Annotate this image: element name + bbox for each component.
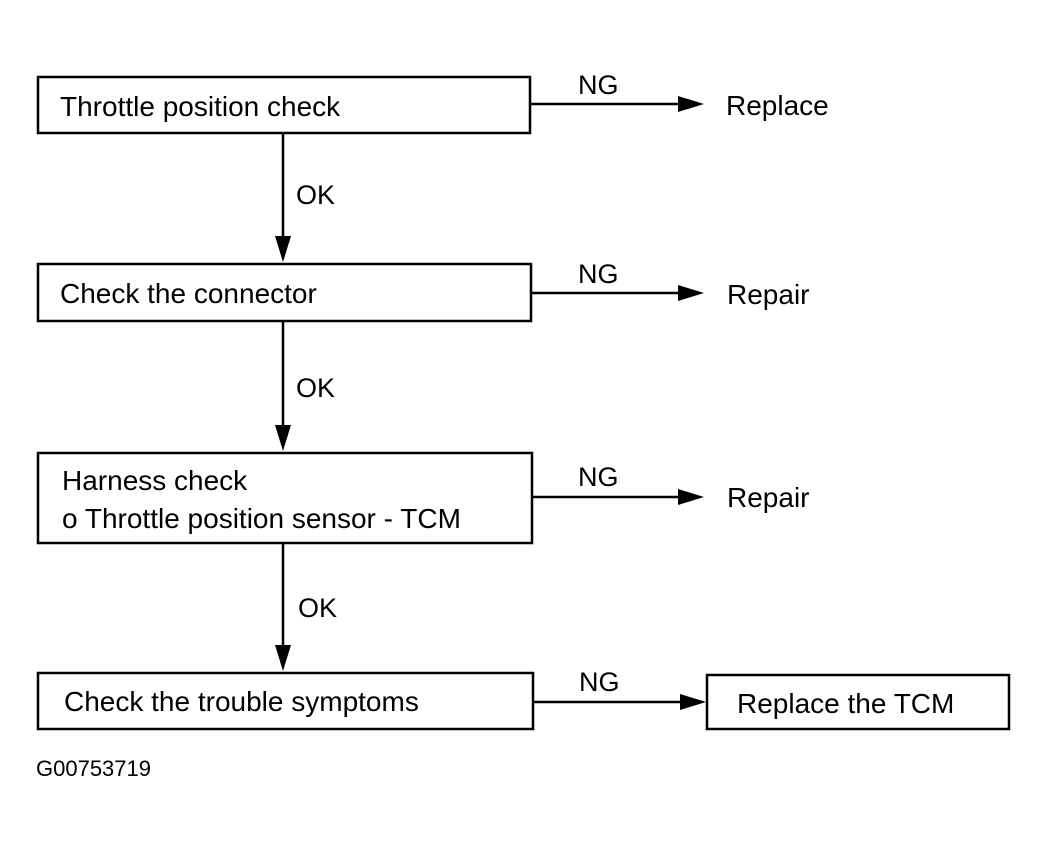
ok-arrowhead-1 [275, 236, 291, 262]
step-3-text-line-2: o Throttle position sensor - TCM [62, 503, 461, 534]
step-2-text: Check the connector [60, 278, 317, 309]
ng-result-3: Repair [727, 482, 809, 513]
ng-arrowhead-3 [678, 489, 704, 505]
ng-result-1: Replace [726, 90, 829, 121]
ng-label-1: NG [578, 70, 619, 100]
step-box-3 [36, 451, 534, 545]
ok-label-2: OK [296, 373, 335, 403]
result-box-replace-tcm [705, 673, 1011, 731]
ng-label-3: NG [578, 462, 619, 492]
ng-arrowhead-4 [680, 694, 706, 710]
ng-label-2: NG [578, 259, 619, 289]
step-4-text: Check the trouble symptoms [64, 686, 419, 717]
step-check-trouble-symptoms: Check the trouble symptoms [36, 671, 535, 731]
ok-arrowhead-3 [275, 645, 291, 671]
ng-branch-1: NG Replace [530, 70, 829, 121]
ng-arrowhead-1 [678, 96, 704, 112]
step-throttle-position-check: Throttle position check [36, 75, 532, 135]
step-3-text-line-1: Harness check [62, 465, 248, 496]
step-1-text: Throttle position check [60, 91, 341, 122]
ok-label-1: OK [296, 180, 335, 210]
ng-result-2: Repair [727, 279, 809, 310]
ng-branch-2: NG Repair [531, 259, 809, 310]
step-box-1 [36, 75, 532, 135]
step-check-the-connector: Check the connector [36, 262, 533, 323]
ok-label-3: OK [298, 593, 337, 623]
ng-branch-3: NG Repair [532, 462, 809, 513]
step-box-2 [36, 262, 533, 323]
ng-branch-4: NG Replace the TCM [533, 667, 1011, 731]
ok-branch-2: OK [275, 321, 335, 451]
ok-branch-1: OK [275, 133, 335, 262]
ok-arrowhead-2 [275, 425, 291, 451]
step-harness-check: Harness check o Throttle position sensor… [36, 451, 534, 545]
ng-arrowhead-2 [678, 285, 704, 301]
figure-id: G00753719 [36, 756, 151, 781]
step-box-4 [36, 671, 535, 731]
ng-label-4: NG [579, 667, 620, 697]
ok-branch-3: OK [275, 543, 337, 671]
ng-result-4: Replace the TCM [737, 688, 954, 719]
